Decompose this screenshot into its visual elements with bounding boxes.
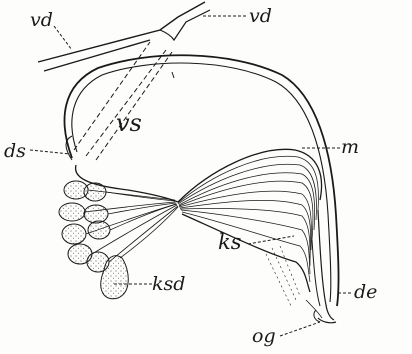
label-de: de	[354, 281, 377, 303]
label-ks: ks	[218, 230, 242, 254]
label-ksd: ksd	[152, 273, 185, 295]
label-m: m	[341, 136, 359, 158]
label-vd-left: vd	[30, 9, 53, 31]
label-vd-right: vd	[249, 5, 272, 27]
fibrous-body	[178, 149, 322, 292]
label-og: og	[252, 325, 276, 347]
label-ds: ds	[4, 140, 26, 162]
label-vs: vs	[116, 109, 142, 137]
gland-lobes	[59, 181, 128, 299]
